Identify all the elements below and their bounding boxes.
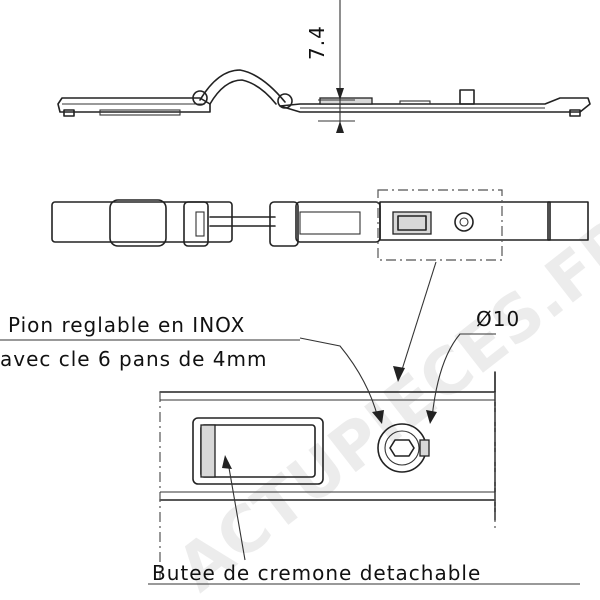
side-view: 7.4: [57, 0, 591, 133]
pion-label-line1: Pion reglable en INOX: [8, 313, 245, 337]
detail-view: [148, 333, 580, 585]
diameter-label: Ø10: [476, 307, 520, 331]
plan-view: [51, 189, 589, 382]
butee-label: Butee de cremone detachable: [152, 561, 481, 585]
pion-label-line2: avec cle 6 pans de 4mm: [0, 347, 268, 371]
dimension-height-label: 7.4: [305, 25, 329, 60]
watermark-text: ACTUPIECES.FR: [164, 203, 600, 600]
